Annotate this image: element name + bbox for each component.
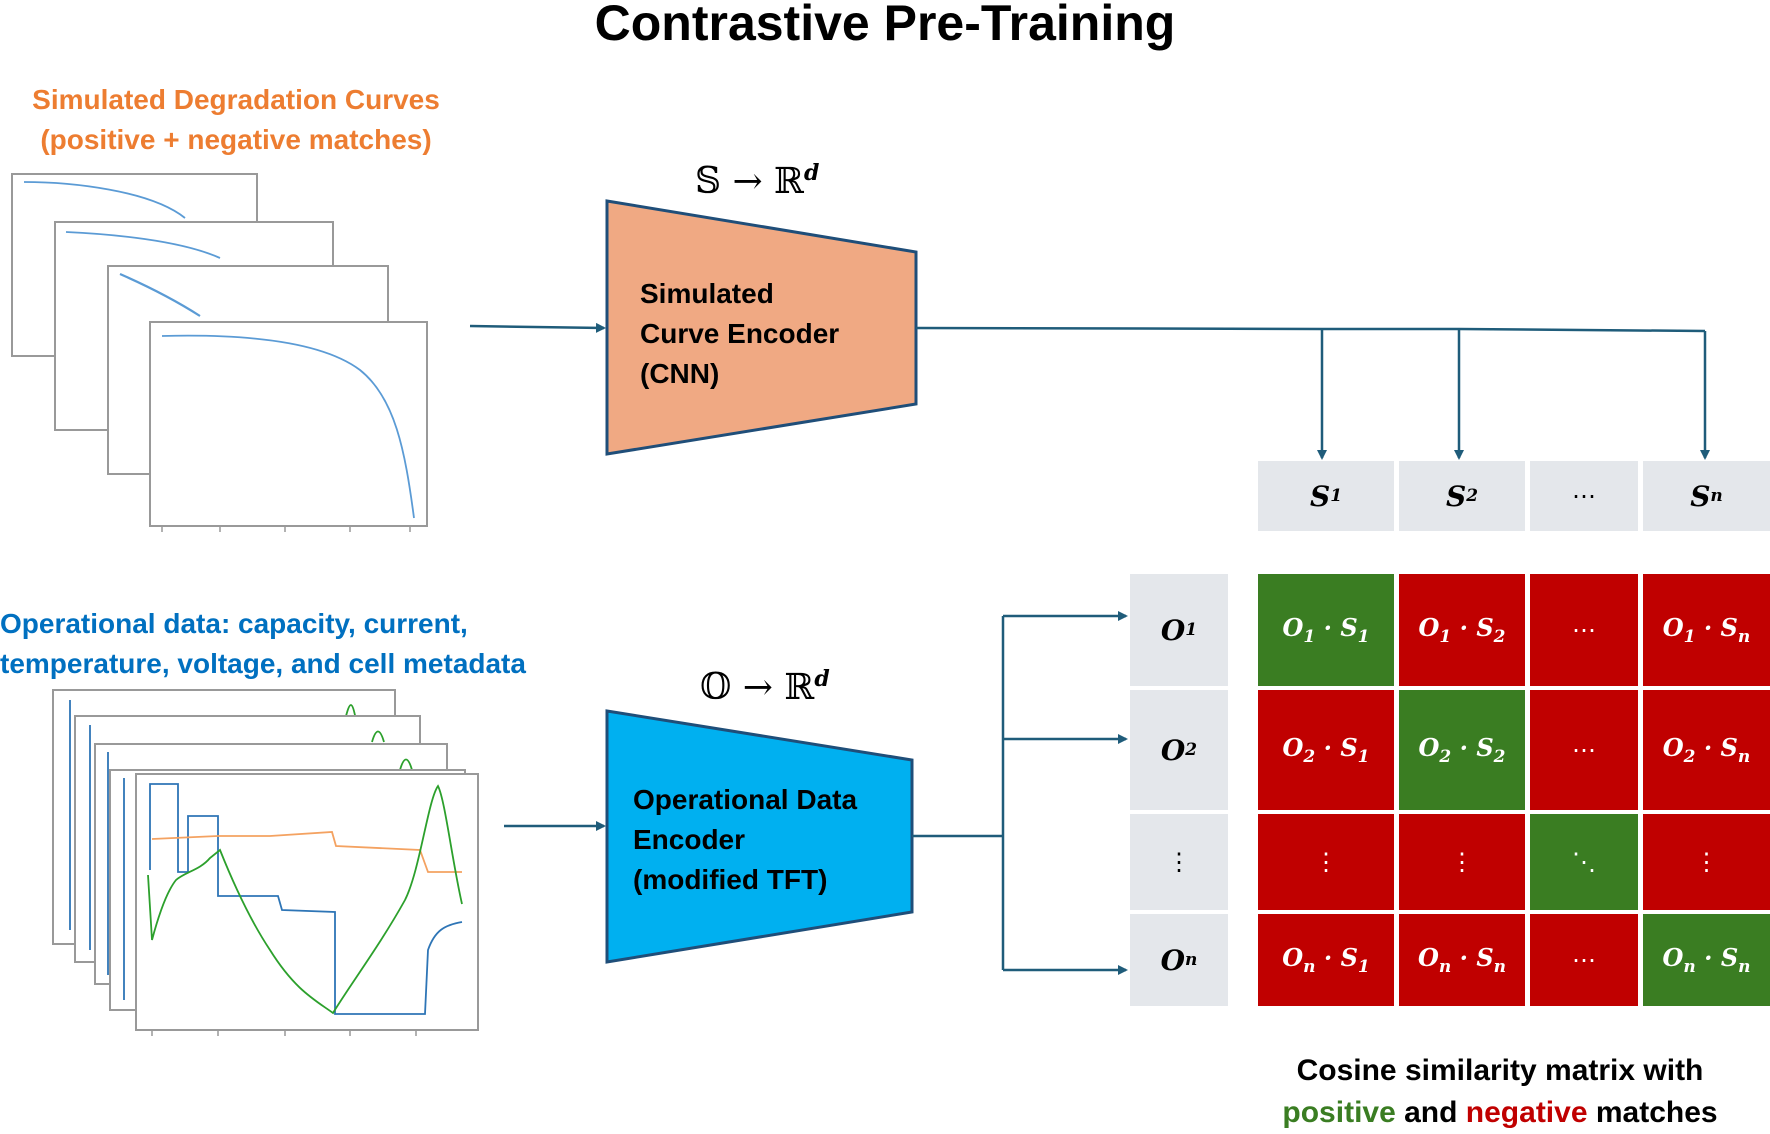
- matrix-caption-line-1: Cosine similarity matrix with: [1296, 1054, 1704, 1087]
- similarity-cell-green: O1 · S1: [1258, 574, 1394, 686]
- similarity-cell-red: O1 · S2: [1399, 574, 1525, 686]
- o-cell-base: O: [1160, 943, 1185, 977]
- similarity-cell-dots: ⋱: [1572, 848, 1596, 876]
- s-cell: ⋯: [1530, 461, 1638, 531]
- similarity-cell-text: O2 · S2: [1418, 733, 1506, 767]
- simulated-curve-panel-front: [149, 321, 428, 532]
- operational-data-panel-front: [135, 773, 479, 1036]
- simulated-curves-caption: Simulated Degradation Curves (positive +…: [0, 80, 472, 160]
- similarity-cell-red: ⋯: [1530, 690, 1638, 810]
- matches-word: matches: [1587, 1096, 1718, 1129]
- sim-mapping-superscript: d: [803, 160, 820, 186]
- operational-data-encoder-label: Operational Data Encoder (modified TFT): [633, 780, 857, 900]
- o-cell-base: O: [1160, 733, 1186, 767]
- operational-caption-line-2: temperature, voltage, and cell metadata: [0, 648, 526, 679]
- similarity-cell-dots: ⋯: [1572, 616, 1596, 644]
- simulated-curve-panels: [11, 173, 428, 532]
- similarity-cell-text: O1 · S1: [1282, 613, 1370, 647]
- similarity-cell-green: O2 · S2: [1399, 690, 1525, 810]
- operational-data-panels: [52, 689, 479, 1036]
- s-cell-base: S: [1690, 479, 1711, 513]
- similarity-cell-green: On · Sn: [1643, 914, 1770, 1006]
- s-cell-sub: 2: [1466, 486, 1479, 506]
- similarity-cell-text: On · Sn: [1417, 943, 1507, 977]
- sim-mapping-text: 𝕊 → ℝ: [695, 161, 804, 202]
- similarity-cell-text: On · S1: [1282, 943, 1370, 977]
- similarity-cell-red: On · S1: [1258, 914, 1394, 1006]
- op-encoder-line-3: (modified TFT): [633, 864, 828, 895]
- op-encoder-line-2: Encoder: [633, 824, 746, 855]
- op-mapping-superscript: d: [814, 666, 830, 692]
- similarity-cell-red: ⋮: [1258, 814, 1394, 910]
- similarity-cell-dots: ⋯: [1572, 946, 1596, 974]
- op-mapping-text: 𝕆 → ℝ: [700, 667, 815, 708]
- simulated-curve-encoder-label: Simulated Curve Encoder (CNN): [640, 274, 839, 394]
- similarity-cell-text: On · Sn: [1662, 943, 1751, 977]
- similarity-cell-red: O2 · S1: [1258, 690, 1394, 810]
- similarity-cell-red: O2 · Sn: [1643, 690, 1770, 810]
- s-cell-base: S: [1309, 479, 1331, 513]
- op-output-connectors: [912, 611, 1128, 975]
- similarity-cell-red: ⋯: [1530, 914, 1638, 1006]
- matrix-caption: Cosine similarity matrix with positive a…: [1230, 1050, 1770, 1134]
- o-cell-sub: 2: [1185, 740, 1198, 760]
- negative-word: negative: [1465, 1096, 1588, 1129]
- sim-encoder-line-1: Simulated: [640, 278, 774, 309]
- sim-encoder-line-2: Curve Encoder: [640, 318, 840, 349]
- similarity-cell-text: O2 · Sn: [1662, 733, 1751, 767]
- s-cell-sub: n: [1710, 486, 1723, 506]
- o-cell-dots: ⋮: [1167, 848, 1191, 876]
- o-cell-sub: 1: [1185, 620, 1198, 640]
- similarity-cell-text: O1 · S2: [1418, 613, 1506, 647]
- and-word: and: [1395, 1096, 1466, 1129]
- sim-mapping-label: 𝕊 → ℝd: [695, 160, 819, 202]
- simulated-caption-line-1: Simulated Degradation Curves: [32, 84, 440, 115]
- operational-data-caption: Operational data: capacity, current, tem…: [0, 604, 526, 684]
- similarity-cell-red: ⋯: [1530, 574, 1638, 686]
- sim-output-connectors: [915, 326, 1710, 460]
- similarity-cell-red: O1 · Sn: [1643, 574, 1770, 686]
- similarity-cell-red: ⋮: [1399, 814, 1525, 910]
- s-cell-base: S: [1445, 479, 1467, 513]
- op-encoder-line-1: Operational Data: [633, 784, 858, 815]
- matrix-caption-line-2: positive and negative matches: [1230, 1092, 1770, 1134]
- similarity-cell-text: O2 · S1: [1282, 733, 1370, 767]
- similarity-cell-red: ⋮: [1643, 814, 1770, 910]
- similarity-cell-dots: ⋮: [1694, 848, 1719, 876]
- operational-data-encoder-shape: [605, 709, 914, 964]
- similarity-cell-dots: ⋮: [1450, 848, 1474, 876]
- s-cell-dots: ⋯: [1572, 482, 1596, 510]
- similarity-cell-dots: ⋯: [1572, 736, 1596, 764]
- similarity-cell-text: O1 · Sn: [1662, 613, 1751, 647]
- simulated-caption-line-2: (positive + negative matches): [40, 124, 432, 155]
- s-cell-sub: 1: [1330, 486, 1343, 506]
- diagram-title: Contrastive Pre-Training: [594, 0, 1176, 51]
- simulated-curve-encoder-shape: [605, 199, 918, 456]
- similarity-cell-dots: ⋮: [1314, 848, 1338, 876]
- sim-encoder-line-3: (CNN): [640, 358, 720, 389]
- positive-word: positive: [1282, 1096, 1396, 1129]
- similarity-cell-red: On · Sn: [1399, 914, 1525, 1006]
- arrow-sim-input: [469, 322, 606, 333]
- op-mapping-label: 𝕆 → ℝd: [700, 666, 830, 708]
- o-cell-base: O: [1160, 613, 1186, 647]
- similarity-cell-green: ⋱: [1530, 814, 1638, 910]
- o-cell: ⋮: [1130, 814, 1228, 910]
- operational-caption-line-1: Operational data: capacity, current,: [0, 608, 468, 639]
- o-cell-sub: n: [1185, 950, 1198, 970]
